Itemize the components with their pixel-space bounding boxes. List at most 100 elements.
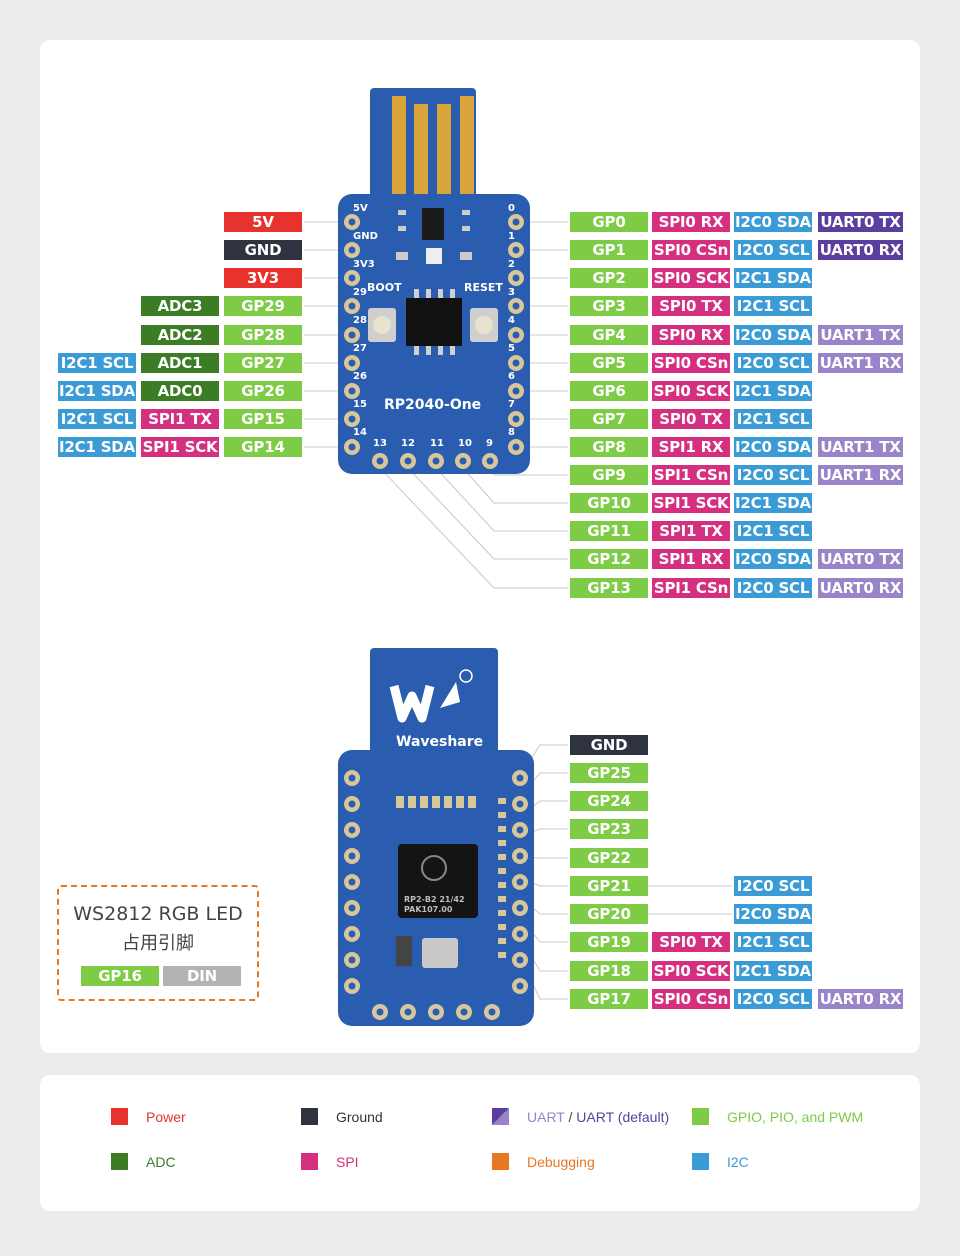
i2c-swatch: [692, 1153, 709, 1170]
top-left-label-i2c1-sda: I2C1 SDA: [58, 437, 136, 457]
top-right-label-i2c0-scl: I2C0 SCL: [734, 578, 812, 598]
top-right-label-uart1-tx: UART1 TX: [818, 437, 903, 457]
legend-gpio-text: GPIO, PIO, and PWM: [727, 1109, 864, 1125]
adc-swatch: [111, 1153, 128, 1170]
silk-bottom-pin-3: 10: [458, 438, 472, 449]
top-right-label-gp13: GP13: [570, 578, 648, 598]
bottom-label-gnd: GND: [570, 735, 648, 755]
silk-right-pin-6: 6: [508, 371, 515, 382]
top-right-label-gp10: GP10: [570, 493, 648, 513]
top-right-label-spi1-csn: SPI1 CSn: [652, 465, 730, 485]
legend-uart-separator: /: [564, 1109, 577, 1125]
bottom-label-i2c1-scl: I2C1 SCL: [734, 932, 812, 952]
ws2812-title: WS2812 RGB LED: [73, 903, 243, 925]
silk-left-pin-0: 5V: [353, 203, 368, 214]
bottom-label-gp17: GP17: [570, 989, 648, 1009]
top-right-label-spi0-tx: SPI0 TX: [652, 409, 730, 429]
silk-left-pin-2: 3V3: [353, 259, 375, 270]
top-right-label-uart0-tx: UART0 TX: [818, 212, 903, 232]
top-right-label-gp8: GP8: [570, 437, 648, 457]
top-right-label-uart0-rx: UART0 RX: [818, 578, 903, 598]
bottom-label-i2c0-sda: I2C0 SDA: [734, 904, 812, 924]
silk-bottom-pin-1: 12: [401, 438, 415, 449]
top-right-label-spi0-rx: SPI0 RX: [652, 325, 730, 345]
bottom-label-spi0-tx: SPI0 TX: [652, 932, 730, 952]
silk-bottom-pin-2: 11: [430, 438, 444, 449]
bottom-label-i2c0-scl: I2C0 SCL: [734, 876, 812, 896]
ws2812-pin-label: GP16: [81, 966, 159, 986]
top-left-label-i2c1-scl: I2C1 SCL: [58, 409, 136, 429]
top-left-label-adc3: ADC3: [141, 296, 219, 316]
top-right-label-gp6: GP6: [570, 381, 648, 401]
silk-bottom-pin-0: 13: [373, 438, 387, 449]
gpio-swatch: [692, 1108, 709, 1125]
top-right-label-uart1-rx: UART1 RX: [818, 465, 903, 485]
legend-power-text: Power: [146, 1109, 186, 1125]
top-right-label-i2c0-scl: I2C0 SCL: [734, 465, 812, 485]
ws2812-box: WS2812 RGB LED 占用引脚 GP16 DIN: [57, 885, 259, 1001]
silk-brand: Waveshare: [396, 734, 484, 750]
top-right-label-spi1-sck: SPI1 SCK: [652, 493, 730, 513]
top-right-label-gp4: GP4: [570, 325, 648, 345]
legend-uart-label: UART: [527, 1109, 565, 1125]
top-left-label-gp29: GP29: [224, 296, 302, 316]
bottom-label-gp21: GP21: [570, 876, 648, 896]
top-left-label-gp28: GP28: [224, 325, 302, 345]
top-right-label-uart1-tx: UART1 TX: [818, 325, 903, 345]
silk-right-pin-1: 1: [508, 231, 515, 242]
silk-boot-label: BOOT: [367, 281, 402, 294]
debugging-swatch: [492, 1153, 509, 1170]
top-left-label-gp14: GP14: [224, 437, 302, 457]
spi-swatch: [301, 1153, 318, 1170]
silk-left-pin-3: 29: [353, 287, 367, 298]
silk-left-pin-6: 26: [353, 371, 367, 382]
bottom-label-gp24: GP24: [570, 791, 648, 811]
top-right-label-gp9: GP9: [570, 465, 648, 485]
top-right-label-i2c0-sda: I2C0 SDA: [734, 212, 812, 232]
top-right-label-i2c1-sda: I2C1 SDA: [734, 381, 812, 401]
silk-right-pin-2: 2: [508, 259, 515, 270]
top-right-label-gp1: GP1: [570, 240, 648, 260]
top-right-label-spi1-tx: SPI1 TX: [652, 521, 730, 541]
silk-reset-label: RESET: [464, 281, 503, 294]
power-swatch: [111, 1108, 128, 1125]
bottom-label-gp19: GP19: [570, 932, 648, 952]
top-right-label-gp2: GP2: [570, 268, 648, 288]
top-right-label-spi1-rx: SPI1 RX: [652, 437, 730, 457]
top-right-label-i2c1-scl: I2C1 SCL: [734, 409, 812, 429]
legend-uart-default-label: UART (default): [576, 1109, 670, 1125]
silk-right-pin-3: 3: [508, 287, 515, 298]
silk-right-pin-5: 5: [508, 343, 515, 354]
ws2812-function-label: DIN: [163, 966, 241, 986]
legend-ground-text: Ground: [336, 1109, 383, 1125]
silk-bottom-pin-4: 9: [486, 438, 493, 449]
silk-left-pin-7: 15: [353, 399, 367, 410]
silk-left-pin-1: GND: [353, 231, 378, 242]
ground-swatch: [301, 1108, 318, 1125]
legend-card: [40, 1075, 920, 1211]
top-left-label-adc2: ADC2: [141, 325, 219, 345]
legend-adc-text: ADC: [146, 1154, 176, 1170]
top-right-label-i2c0-scl: I2C0 SCL: [734, 353, 812, 373]
top-left-label-i2c1-sda: I2C1 SDA: [58, 381, 136, 401]
bottom-label-gp22: GP22: [570, 848, 648, 868]
top-right-label-spi0-sck: SPI0 SCK: [652, 268, 730, 288]
silk-left-pin-5: 27: [353, 343, 367, 354]
top-right-label-uart0-tx: UART0 TX: [818, 549, 903, 569]
legend-debugging-text: Debugging: [527, 1154, 595, 1170]
uart-swatch: [492, 1108, 509, 1125]
top-right-label-gp11: GP11: [570, 521, 648, 541]
top-left-label-gp27: GP27: [224, 353, 302, 373]
top-right-label-i2c1-scl: I2C1 SCL: [734, 521, 812, 541]
top-right-label-spi0-tx: SPI0 TX: [652, 296, 730, 316]
silk-chip-line2: PAK107.00: [404, 905, 453, 914]
bottom-label-gp23: GP23: [570, 819, 648, 839]
top-right-label-i2c1-sda: I2C1 SDA: [734, 493, 812, 513]
top-right-label-i2c1-sda: I2C1 SDA: [734, 268, 812, 288]
silk-right-pin-4: 4: [508, 315, 515, 326]
top-right-label-uart0-rx: UART0 RX: [818, 240, 903, 260]
silk-left-pin-4: 28: [353, 315, 367, 326]
top-right-label-spi1-rx: SPI1 RX: [652, 549, 730, 569]
silk-right-pin-7: 7: [508, 399, 515, 410]
top-left-label-adc1: ADC1: [141, 353, 219, 373]
